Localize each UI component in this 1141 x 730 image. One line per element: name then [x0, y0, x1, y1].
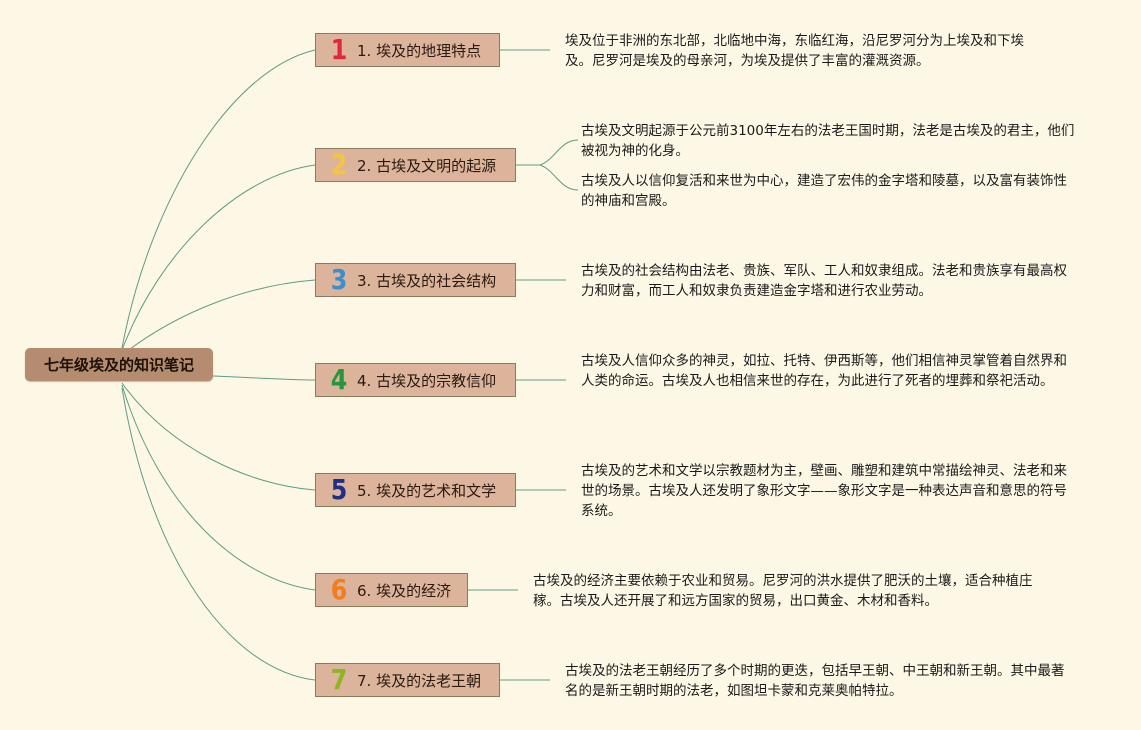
note-5: 古埃及的艺术和文学以宗教题材为主，壁画、雕塑和建筑中常描绘神灵、法老和来世的场景… [581, 463, 1067, 519]
root-label: 七年级埃及的知识笔记 [43, 356, 194, 374]
note-1: 埃及位于非洲的东北部，北临地中海，东临红海，沿尼罗河分为上埃及和下埃及。尼罗河是… [565, 33, 1024, 69]
topic-node-4[interactable]: 4 4. 古埃及的宗教信仰 [315, 363, 516, 397]
number-1-icon: 1 [330, 33, 348, 66]
topic-label-3: 3. 古埃及的社会结构 [357, 271, 497, 290]
topic-label-6: 6. 埃及的经济 [357, 581, 452, 600]
number-4-icon: 4 [330, 363, 348, 396]
link-topic-2-note-b [539, 164, 579, 191]
topic-node-2[interactable]: 2 2. 古埃及文明的起源 [315, 148, 516, 182]
topic-node-6[interactable]: 6 6. 埃及的经济 [315, 573, 468, 607]
topic-label-5: 5. 埃及的艺术和文学 [357, 481, 497, 500]
topic-label-1: 1. 埃及的地理特点 [357, 41, 482, 60]
topic-label-4: 4. 古埃及的宗教信仰 [357, 371, 497, 390]
topic-node-1[interactable]: 1 1. 埃及的地理特点 [315, 33, 500, 67]
link-root-topic-4 [212, 375, 316, 381]
link-root-topic-7 [121, 387, 316, 681]
number-6-icon: 6 [330, 573, 348, 606]
note-7: 古埃及的法老王朝经历了多个时期的更迭，包括早王朝、中王朝和新王朝。其中最著名的是… [565, 663, 1065, 699]
note-3: 古埃及的社会结构由法老、贵族、军队、工人和奴隶组成。法老和贵族享有最高权力和财富… [581, 263, 1067, 299]
link-root-topic-2 [121, 164, 316, 351]
note-2a: 古埃及文明起源于公元前3100年左右的法老王国时期，法老是古埃及的君主，他们被视… [581, 123, 1075, 159]
topic-node-5[interactable]: 5 5. 埃及的艺术和文学 [315, 473, 516, 507]
note-2b: 古埃及人以信仰复活和来世为中心，建造了宏伟的金字塔和陵墓，以及富有装饰性的神庙和… [581, 173, 1067, 209]
note-4: 古埃及人信仰众多的神灵，如拉、托特、伊西斯等，他们相信神灵掌管着自然界和人类的命… [581, 353, 1067, 389]
root-node[interactable]: 七年级埃及的知识笔记 [25, 348, 213, 381]
link-topic-2-note-a [516, 139, 579, 166]
link-root-topic-1 [121, 49, 316, 349]
number-7-icon: 7 [330, 663, 348, 696]
topic-label-2: 2. 古埃及文明的起源 [357, 156, 497, 175]
link-root-topic-5 [121, 382, 316, 491]
link-root-topic-3 [121, 279, 316, 356]
link-root-topic-6 [121, 384, 316, 591]
topic-node-7[interactable]: 7 7. 埃及的法老王朝 [315, 663, 500, 697]
number-3-icon: 3 [330, 263, 348, 296]
number-5-icon: 5 [330, 473, 348, 506]
note-6: 古埃及的经济主要依赖于农业和贸易。尼罗河的洪水提供了肥沃的土壤，适合种植庄稼。古… [533, 573, 1033, 609]
topic-node-3[interactable]: 3 3. 古埃及的社会结构 [315, 263, 516, 297]
number-2-icon: 2 [330, 148, 348, 181]
topic-label-7: 7. 埃及的法老王朝 [357, 671, 482, 690]
